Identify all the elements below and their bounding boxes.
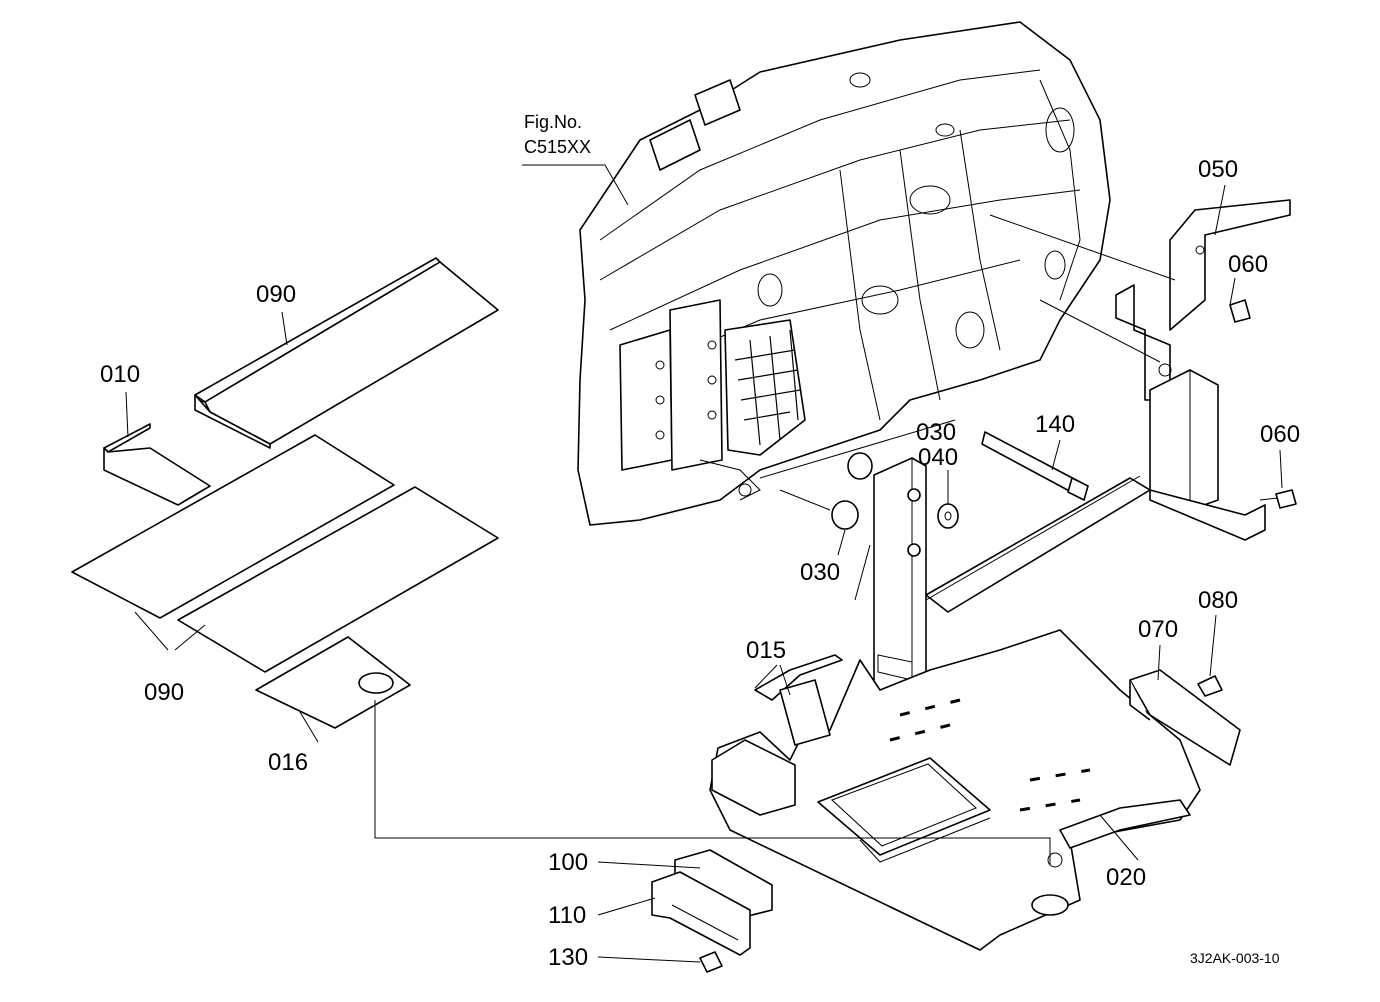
transmission-housing (577, 21, 1111, 526)
washer-040 (937, 503, 959, 529)
mat-090-right (177, 486, 499, 673)
callout-015: 015 (746, 637, 786, 664)
bolt-130 (699, 951, 723, 973)
callout-140: 140 (1035, 411, 1075, 438)
bolt-060-upper (1229, 299, 1251, 323)
leader-lines (125, 164, 1283, 963)
figure-ref-line1: Fig.No. (524, 112, 582, 132)
figure-ref-line2: C515XX (524, 137, 591, 157)
drawing-code: 3J2AK-003-10 (1190, 950, 1280, 966)
crossbar (925, 475, 1151, 613)
bolt-060-lower (1259, 489, 1297, 509)
floor-plate-020 (709, 629, 1201, 951)
bolt-080 (1197, 675, 1223, 697)
callout-060-mid: 060 (1260, 421, 1300, 448)
callout-040: 040 (918, 444, 958, 471)
callout-090-top: 090 (256, 281, 296, 308)
step-plate-090-upper (194, 257, 499, 449)
bolt-140 (981, 431, 1089, 501)
callout-060-top: 060 (1228, 251, 1268, 278)
callout-010: 010 (100, 361, 140, 388)
callout-110: 110 (548, 902, 586, 929)
collar-030-lower (831, 500, 859, 530)
step-020-rear (1059, 799, 1191, 849)
callout-100: 100 (548, 849, 588, 876)
clip-015 (711, 654, 843, 816)
callout-016: 016 (268, 749, 308, 776)
cover-070 (1129, 669, 1241, 766)
callout-030-upper: 030 (916, 419, 956, 446)
bracket-050 (1115, 199, 1291, 541)
callout-070: 070 (1138, 616, 1178, 643)
callout-080: 080 (1198, 587, 1238, 614)
collar-030-upper (847, 452, 873, 480)
cover-010 (103, 423, 211, 506)
bracket-110 (651, 871, 751, 956)
figure-reference: Fig.No. C515XX (524, 112, 591, 157)
callout-050: 050 (1198, 156, 1238, 183)
mat-090-left (71, 434, 395, 619)
mat-016 (255, 636, 411, 729)
callout-030-lower: 030 (800, 559, 840, 586)
callout-130: 130 (548, 944, 588, 971)
callout-090-bottom: 090 (144, 679, 184, 706)
callout-labels: 090 010 090 016 050 060 060 030 040 140 … (100, 156, 1300, 971)
callout-020: 020 (1106, 864, 1146, 891)
